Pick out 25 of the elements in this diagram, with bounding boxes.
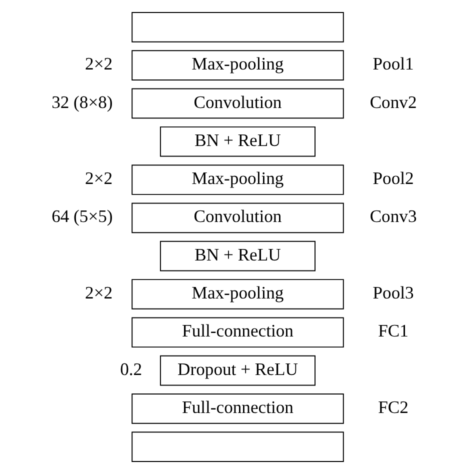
node-label: 2×2 (84, 54, 112, 74)
node-label: 64 (5×5) (51, 206, 112, 226)
node-box: Max-pooling (131, 164, 344, 195)
node-box (131, 12, 344, 42)
node-box: Max-pooling (131, 279, 344, 310)
node-label: 2×2 (84, 282, 112, 303)
node-box: BN + ReLU (159, 240, 316, 272)
node-label: FC1 (378, 320, 408, 341)
node-box: Max-pooling (131, 50, 344, 80)
node-box: Convolution (131, 88, 344, 119)
node-label: Pool1 (372, 54, 414, 74)
node-box: BN + ReLU (159, 126, 316, 157)
node-label: 2×2 (84, 168, 112, 188)
node-box: Convolution (131, 202, 344, 234)
node-label: FC2 (378, 396, 408, 417)
node-box: Full-connection (131, 317, 344, 348)
node-box: Dropout + ReLU (159, 355, 316, 386)
node-label: Pool2 (372, 168, 414, 188)
node-label: Pool3 (372, 282, 414, 303)
node-box: Full-connection (131, 394, 344, 424)
node-label: 0.2 (120, 358, 142, 379)
node-label: Conv3 (369, 206, 416, 226)
node-box (131, 432, 344, 462)
node-label: Conv2 (369, 92, 416, 112)
node-label: 32 (8×8) (51, 92, 112, 112)
